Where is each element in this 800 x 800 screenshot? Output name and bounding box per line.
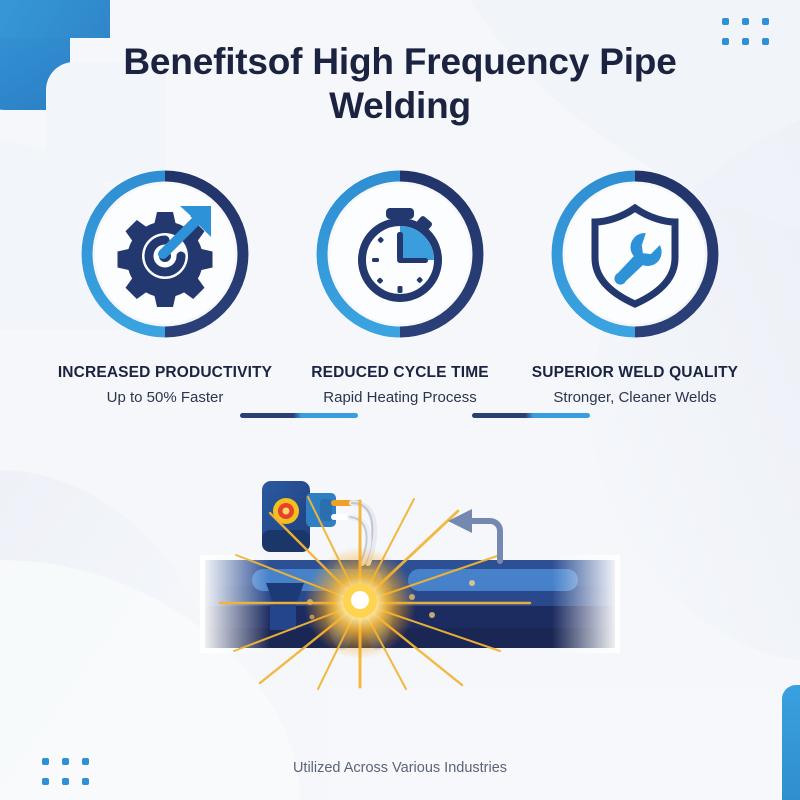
dot <box>722 38 729 45</box>
benefit-subtitle: Stronger, Cleaner Welds <box>553 389 717 406</box>
stopwatch-icon <box>358 208 442 302</box>
page-title: Benefitsof High Frequency Pipe Welding <box>123 41 677 126</box>
corner-decoration-top-left-arm <box>0 0 110 38</box>
dot <box>762 38 769 45</box>
connector-line-2 <box>472 413 590 418</box>
dot <box>82 758 89 765</box>
benefit-icon-ring-1 <box>77 166 253 342</box>
gear-growth-arrow-icon <box>117 206 213 307</box>
benefit-icon-ring-2 <box>312 166 488 342</box>
dot <box>42 778 49 785</box>
welding-illustration <box>200 455 620 690</box>
dot <box>762 18 769 25</box>
corner-decoration-mask <box>46 62 166 182</box>
dot <box>742 18 749 25</box>
dot-grid-top-right <box>722 18 782 58</box>
benefit-title: SUPERIOR WELD QUALITY <box>531 364 739 381</box>
benefit-title: REDUCED CYCLE TIME <box>311 364 489 381</box>
dot <box>742 38 749 45</box>
dot <box>722 18 729 25</box>
benefit-icon-ring-3 <box>547 166 723 342</box>
edge-decoration-right <box>782 685 800 800</box>
direction-arrow-left <box>465 518 503 564</box>
dot <box>62 778 69 785</box>
shield-wrench-icon <box>591 203 679 308</box>
welding-machine-head <box>262 481 336 630</box>
arrow-head-icon <box>448 509 472 533</box>
benefit-subtitle: Rapid Heating Process <box>323 389 477 406</box>
benefit-subtitle: Up to 50% Faster <box>106 389 224 406</box>
dot <box>42 758 49 765</box>
benefit-title: INCREASED PRODUCTIVITY <box>57 364 273 381</box>
benefit-item-productivity[interactable]: INCREASED PRODUCTIVITY Up to 50% Faster <box>40 160 290 406</box>
connector-line-1 <box>240 413 358 418</box>
benefit-item-cycle-time[interactable]: REDUCED CYCLE TIME Rapid Heating Process <box>275 160 525 406</box>
footer-caption: Utilized Across Various Industries <box>292 760 508 776</box>
dot <box>62 758 69 765</box>
benefit-item-weld-quality[interactable]: SUPERIOR WELD QUALITY Stronger, Cleaner … <box>510 160 760 406</box>
dot <box>82 778 89 785</box>
dot-grid-bottom-left <box>42 758 102 798</box>
benefits-row: INCREASED PRODUCTIVITY Up to 50% Faster <box>0 160 800 420</box>
